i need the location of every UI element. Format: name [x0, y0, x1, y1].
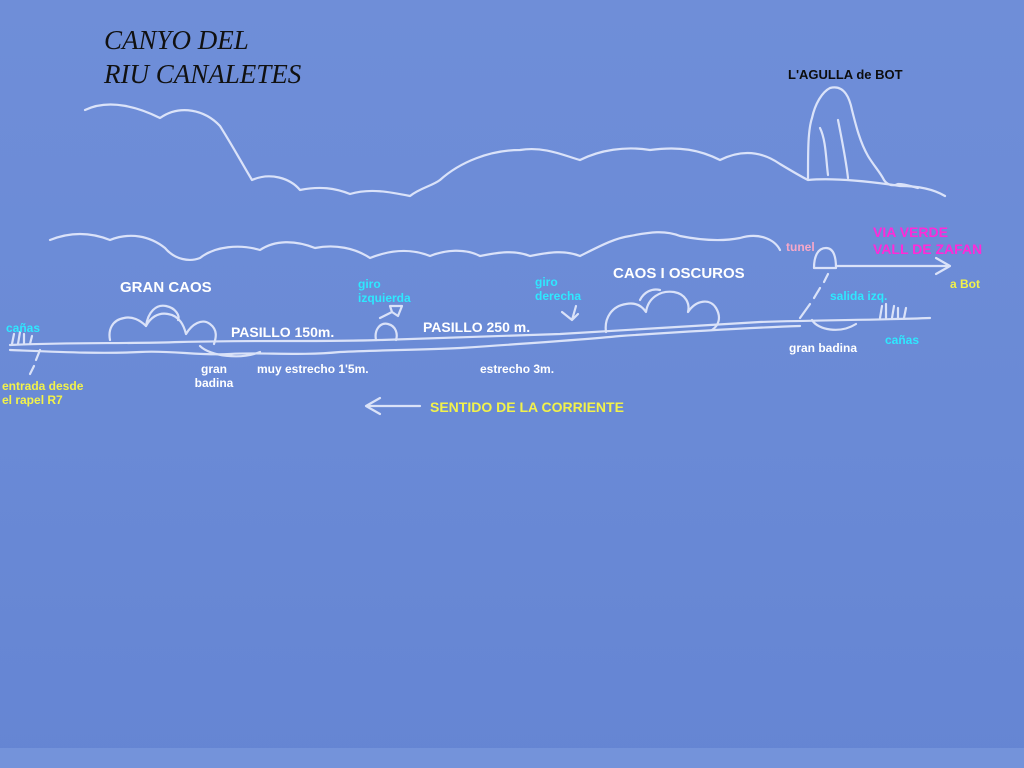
entrada-path	[30, 350, 40, 374]
gran-badina-left-label: gran badina	[194, 362, 234, 391]
canas-right-tuft	[880, 304, 906, 318]
giro-izquierda-label: giro izquierda	[358, 277, 411, 306]
gran-caos-boulders	[110, 314, 216, 344]
giro-derecha-label: giro derecha	[535, 275, 581, 304]
canas-right-label: cañas	[885, 333, 919, 347]
pasillo-250-label: PASILLO 250 m.	[423, 319, 530, 336]
via-verde-label: VIA VERDE VALL DE ZAFAN	[873, 224, 982, 258]
canas-left-label: cañas	[6, 321, 40, 335]
muy-estrecho-label: muy estrecho 1'5m.	[257, 362, 369, 376]
landmark-label: L'AGULLA de BOT	[788, 67, 903, 83]
salida-path	[800, 274, 828, 318]
estrecho-label: estrecho 3m.	[480, 362, 554, 376]
pasillo-150-label: PASILLO 150m.	[231, 324, 334, 341]
lower-ridge	[50, 232, 780, 260]
agulla-spire	[808, 87, 918, 188]
caos-oscuros-label: CAOS I OSCUROS	[613, 265, 745, 283]
bottom-edge	[0, 748, 1024, 768]
a-bot-label: a Bot	[950, 277, 980, 291]
current-direction-label: SENTIDO DE LA CORRIENTE	[430, 399, 624, 416]
diagram-title-line1: CANYO DEL	[104, 24, 249, 56]
giro-izquierda-mark	[380, 306, 402, 318]
tunnel-portal	[814, 248, 836, 268]
giro-derecha-mark	[562, 306, 578, 320]
salida-label: salida izq.	[830, 289, 887, 303]
entrada-label: entrada desde el rapel R7	[2, 379, 83, 408]
gran-badina-right-label: gran badina	[789, 341, 857, 355]
upper-ridge	[85, 105, 945, 196]
gran-caos-label: GRAN CAOS	[120, 279, 212, 297]
pasillo-rock	[376, 324, 397, 340]
tunel-label: tunel	[786, 240, 815, 254]
diagram-title-line2: RIU CANALETES	[104, 58, 301, 90]
